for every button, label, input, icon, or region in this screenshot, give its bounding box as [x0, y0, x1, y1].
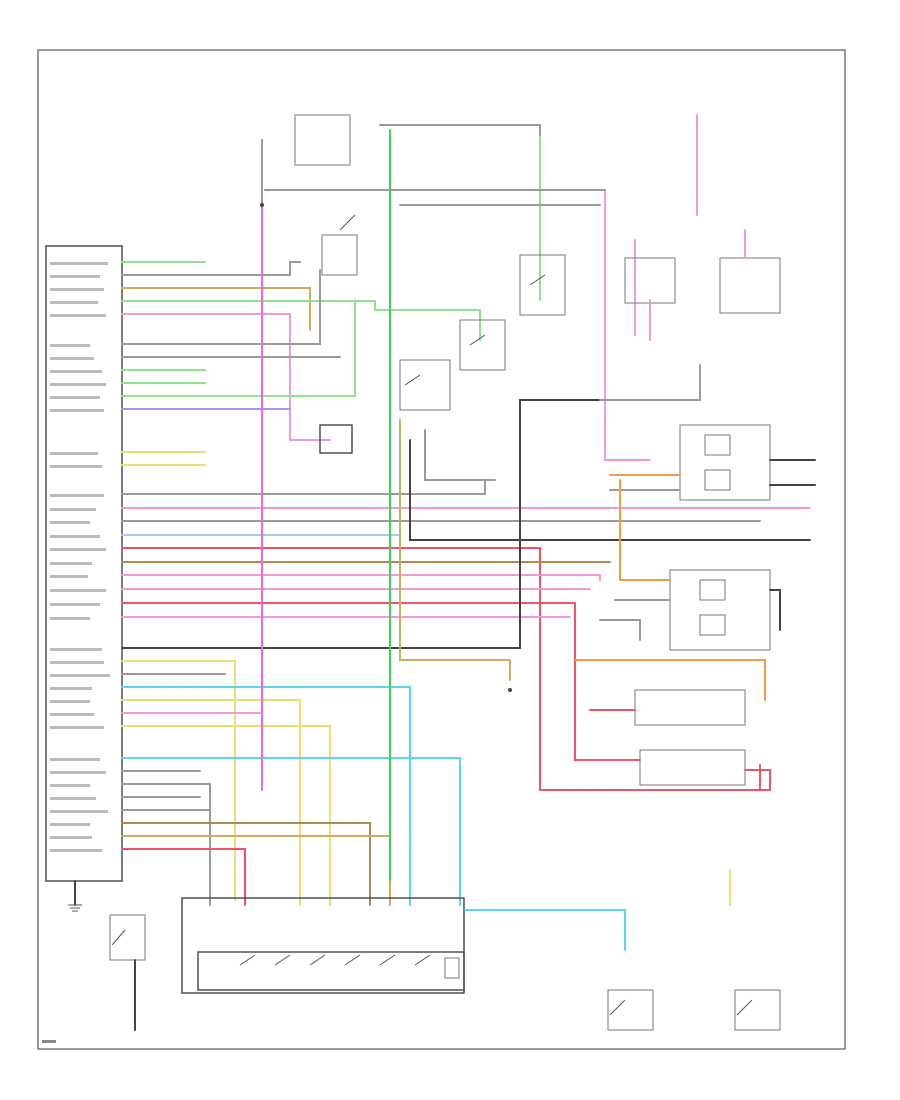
door-lock-actuator-lower	[669, 569, 771, 651]
page-mark	[42, 1040, 56, 1043]
right-door-switch	[639, 749, 746, 786]
bottom-switch-block	[68, 880, 781, 1031]
left-door-key-switch	[607, 989, 654, 1031]
diagram-frame	[37, 49, 846, 1050]
switch-center-3	[519, 254, 566, 316]
module-pin-labels	[50, 262, 110, 852]
left-door-lock-switch	[109, 914, 146, 961]
right-door-key-switch	[734, 989, 781, 1031]
switch-upper-1	[294, 114, 351, 166]
door-lock-actuator-upper	[679, 424, 771, 501]
center-components	[260, 114, 566, 692]
vertical-wires	[261, 114, 811, 906]
module-connector-left	[45, 245, 123, 882]
relay-upper	[321, 234, 358, 276]
module-wires	[121, 261, 811, 906]
relay-top-right	[719, 257, 781, 314]
master-switch-assembly	[181, 897, 465, 994]
switch-center-2	[459, 319, 506, 371]
relay-top-center	[624, 257, 676, 304]
left-door-switch	[634, 689, 746, 726]
master-switch-inner	[197, 951, 465, 991]
right-components	[559, 229, 816, 791]
switch-center-1	[399, 359, 451, 411]
relay-module-small	[319, 424, 353, 454]
